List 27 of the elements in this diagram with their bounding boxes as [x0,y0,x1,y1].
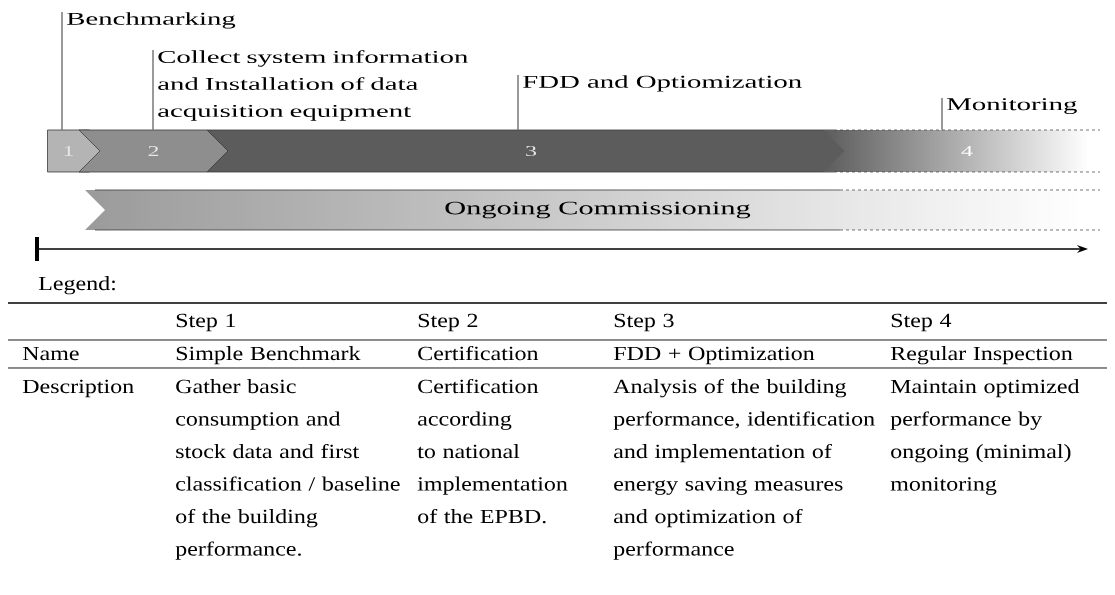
phase-segment: 4 [833,129,1101,173]
column-header: Step 3 [614,313,674,332]
phase-band: Ongoing Commissioning [94,189,1101,231]
row-header: Description [22,379,134,398]
callout-label: FDD and Optiomization [523,75,802,92]
leader-line [152,49,154,130]
callout-label: Monitoring [947,98,1077,114]
table-text: Maintain optimized performance by ongoing (minimal) monitoring [890,379,1080,495]
phase-segment: 2 [78,129,229,173]
phase-segment: 3 [206,129,856,173]
table-text: Gather basic consumption and stock data and first classification / baseline of the building performance. [175,379,400,560]
leader-line [517,74,519,130]
leader-line [61,11,63,130]
table-text: Certification according to national implementation of the EPBD. [417,378,568,524]
row-header: Name [22,346,79,361]
table-text: Certification [418,345,539,361]
callout-label: Benchmarking [67,12,236,29]
legend-heading: Legend: [38,276,115,295]
column-header: Step 2 [418,313,478,332]
leader-line [941,97,943,131]
column-header: Step 4 [891,313,952,332]
table-text: Simple Benchmark [176,346,361,365]
callout-label: Collect system information and Installation of data acquisition equipment [158,50,468,121]
column-header: Step 1 [176,313,236,332]
table-text: Analysis of the building performance, identification and implementation of energy saving measures and optimization of performance [613,378,875,560]
table-text: Regular Inspection [890,346,1073,365]
table-text: FDD + Optimization [613,346,815,365]
